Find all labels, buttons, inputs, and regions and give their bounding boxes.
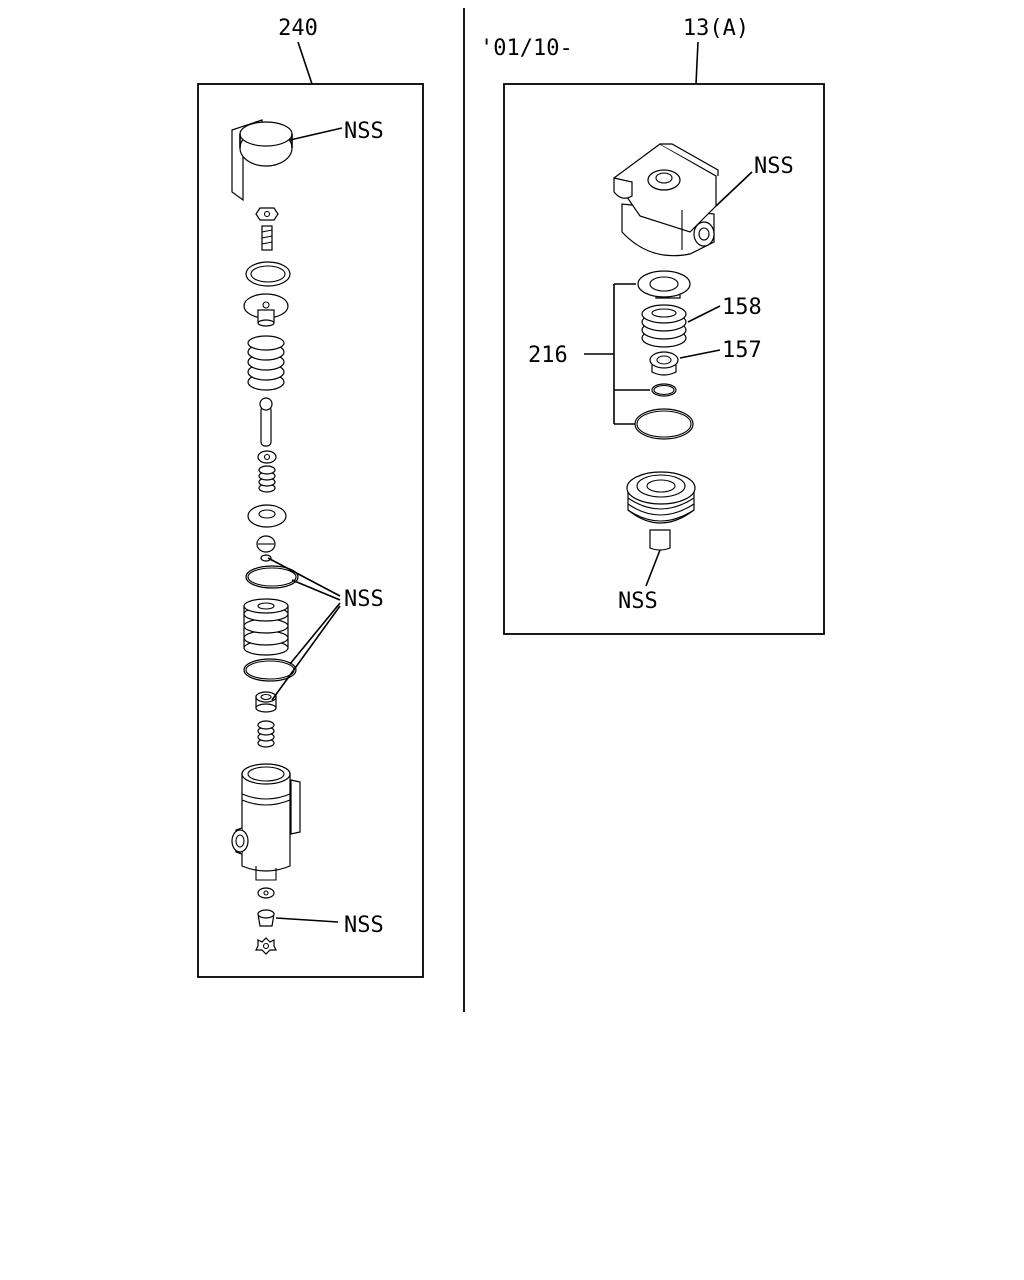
valve-body-part[interactable] xyxy=(231,763,301,881)
spring-part[interactable] xyxy=(247,335,285,391)
callout-216[interactable]: 216 xyxy=(528,343,568,368)
washer-part[interactable] xyxy=(247,504,287,528)
small-washer-part[interactable] xyxy=(257,887,275,899)
callout-nss-housing[interactable]: NSS xyxy=(754,154,794,179)
right-frame xyxy=(503,83,825,635)
left-assembly-number[interactable]: 240 xyxy=(278,16,318,41)
filter-bowl-part[interactable] xyxy=(626,471,696,551)
callout-nss-bottom[interactable]: NSS xyxy=(344,913,384,938)
right-panel: '01/10- 13(A) NSS 216 xyxy=(480,16,825,635)
callout-nss-top[interactable]: NSS xyxy=(344,119,384,144)
screw-part[interactable] xyxy=(261,225,273,251)
cap-bracket-part[interactable] xyxy=(231,119,293,202)
large-o-ring-part[interactable] xyxy=(634,408,694,440)
left-panel: 240 NSS xyxy=(197,16,424,978)
right-assembly-number[interactable]: 13(A) xyxy=(683,16,749,41)
ball-part[interactable] xyxy=(256,535,276,553)
callout-nss-bottom-right[interactable]: NSS xyxy=(618,589,658,614)
filter-head-housing-part[interactable] xyxy=(613,143,719,257)
pin-part[interactable] xyxy=(259,397,273,447)
callout-nss-middle[interactable]: NSS xyxy=(344,587,384,612)
small-o-ring-part[interactable] xyxy=(651,383,677,397)
nut-part[interactable] xyxy=(255,207,279,221)
callout-157[interactable]: 157 xyxy=(722,338,762,363)
retainer-part[interactable] xyxy=(243,293,289,327)
small-spring-part[interactable] xyxy=(258,465,276,493)
part-158[interactable] xyxy=(641,304,687,348)
left-frame xyxy=(197,83,424,978)
part-157[interactable] xyxy=(649,351,679,376)
tiny-o-ring-part[interactable] xyxy=(260,554,272,562)
snap-ring-part[interactable] xyxy=(245,261,291,287)
o-ring-upper-part[interactable] xyxy=(245,565,299,589)
valve-seal-part[interactable] xyxy=(255,691,277,713)
lower-spring-part[interactable] xyxy=(257,720,275,748)
star-washer-part[interactable] xyxy=(255,937,277,955)
date-code: '01/10- xyxy=(480,36,573,61)
seal-cup-part[interactable] xyxy=(637,270,691,299)
plug-part[interactable] xyxy=(257,909,275,927)
seat-part[interactable] xyxy=(257,450,277,464)
piston-part[interactable] xyxy=(243,598,289,656)
callout-158[interactable]: 158 xyxy=(722,295,762,320)
